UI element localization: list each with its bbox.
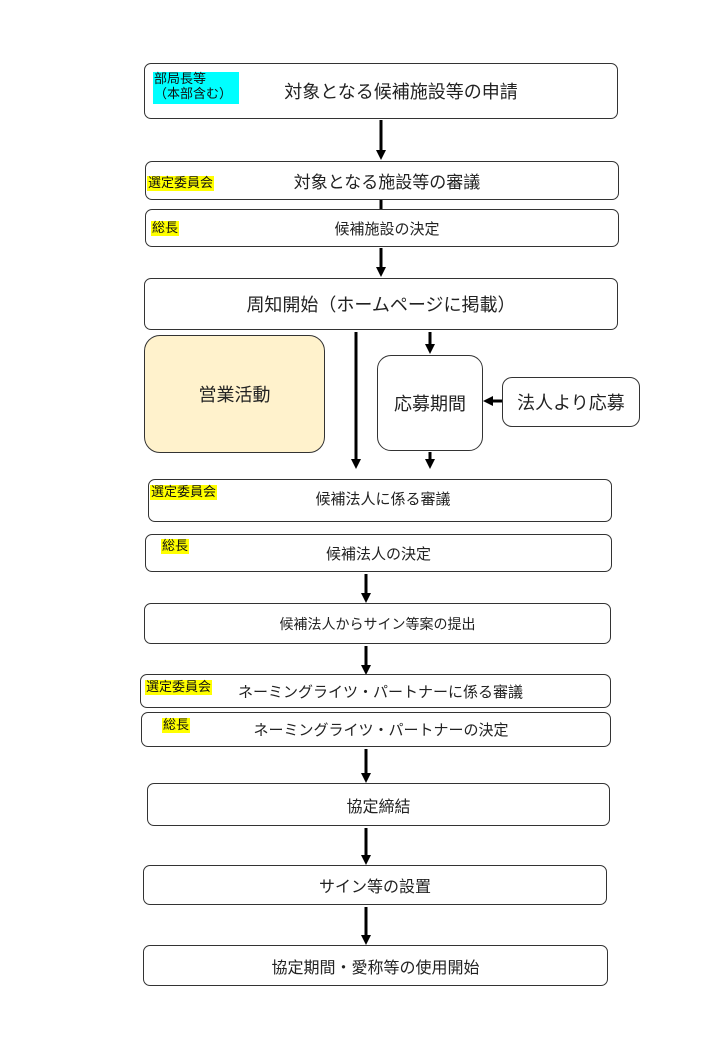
tag-line-2: （本部含む） — [154, 87, 233, 102]
step-facility-decision: 候補施設の決定 — [145, 209, 619, 247]
step-facility-deliberation: 対象となる施設等の審議 — [145, 161, 619, 200]
tag-line-1: 部局長等 — [154, 72, 207, 87]
step-label: 対象となる候補施設等の申請 — [284, 82, 518, 103]
step-sign-proposal-submission: 候補法人からサイン等案の提出 — [144, 603, 611, 644]
step-label: 周知開始（ホームページに掲載） — [246, 295, 516, 316]
tag-selection-committee: 選定委員会 — [150, 485, 218, 500]
step-label: 応募期間 — [394, 394, 466, 415]
step-label: 候補法人からサイン等案の提出 — [279, 616, 476, 633]
box-corporate-application: 法人より応募 — [502, 377, 640, 427]
step-sign-installation: サイン等の設置 — [143, 865, 607, 905]
tag-president: 総長 — [161, 539, 190, 554]
step-label: 対象となる施設等の審議 — [293, 173, 481, 193]
step-label: 協定期間・愛称等の使用開始 — [271, 957, 480, 977]
step-label: 法人より応募 — [517, 393, 625, 414]
tag-president: 総長 — [162, 718, 191, 733]
tag-president: 総長 — [151, 221, 180, 236]
step-label: 候補法人の決定 — [325, 544, 431, 563]
step-label: サイン等の設置 — [318, 877, 431, 896]
step-corporation-deliberation: 候補法人に係る審議 — [148, 479, 612, 522]
step-partner-deliberation: ネーミングライツ・パートナーに係る審議 — [140, 674, 611, 708]
box-sales-activity: 営業活動 — [144, 335, 325, 453]
step-label: 協定締結 — [346, 796, 411, 816]
box-application-period: 応募期間 — [377, 355, 483, 451]
step-label: 候補施設の決定 — [334, 219, 440, 238]
step-corporation-decision: 候補法人の決定 — [145, 534, 612, 572]
step-label: ネーミングライツ・パートナーの決定 — [253, 721, 509, 739]
step-label: ネーミングライツ・パートナーに係る審議 — [237, 682, 523, 701]
tag-selection-committee: 選定委員会 — [145, 680, 213, 695]
step-label: 営業活動 — [198, 385, 271, 406]
step-announcement-start: 周知開始（ホームページに掲載） — [144, 278, 618, 330]
tag-department-head: 部局長等 （本部含む） — [153, 72, 239, 104]
tag-selection-committee: 選定委員会 — [147, 176, 215, 191]
step-label: 候補法人に係る審議 — [315, 490, 451, 508]
step-partner-decision: ネーミングライツ・パートナーの決定 — [141, 712, 611, 747]
step-agreement-period-start: 協定期間・愛称等の使用開始 — [143, 945, 608, 986]
step-agreement-conclusion: 協定締結 — [147, 783, 610, 826]
